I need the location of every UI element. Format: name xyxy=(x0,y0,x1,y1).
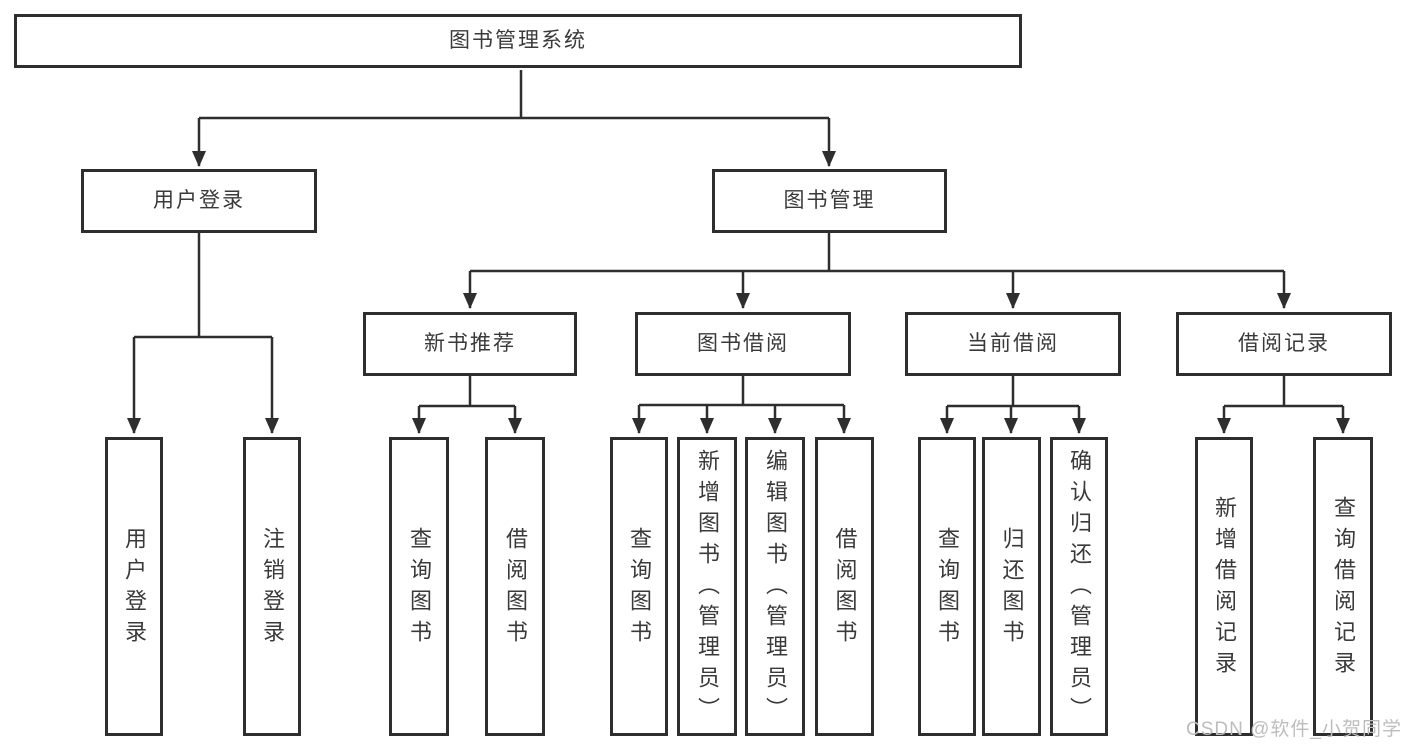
node-book-management: 图书管理 xyxy=(712,169,947,233)
node-user-login-branch: 用户登录 xyxy=(81,169,317,233)
leaf-borrow-books-recommend: 借阅图书 xyxy=(485,437,545,736)
node-library-management-system: 图书管理系统 xyxy=(14,14,1022,68)
leaf-borrow-books-borrowing: 借阅图书 xyxy=(815,437,874,736)
node-book-borrowing: 图书借阅 xyxy=(635,312,851,376)
leaf-add-book-admin: 新增图书（管理员） xyxy=(677,437,737,736)
csdn-watermark: CSDN @软件_小贺同学 xyxy=(1186,719,1402,740)
leaf-user-login: 用户登录 xyxy=(105,437,163,736)
node-new-book-recommend: 新书推荐 xyxy=(363,312,577,376)
leaf-add-borrow-record: 新增借阅记录 xyxy=(1195,437,1253,736)
leaf-edit-book-admin: 编辑图书（管理员） xyxy=(745,437,805,736)
leaf-confirm-return-admin: 确认归还（管理员） xyxy=(1050,437,1108,736)
leaf-query-books-recommend: 查询图书 xyxy=(389,437,449,736)
leaf-logout: 注销登录 xyxy=(243,437,301,736)
leaf-query-books-borrowing: 查询图书 xyxy=(610,437,668,736)
node-current-borrowing: 当前借阅 xyxy=(905,312,1121,376)
leaf-query-books-current: 查询图书 xyxy=(918,437,976,736)
leaf-query-borrow-record: 查询借阅记录 xyxy=(1313,437,1373,736)
node-borrowing-records: 借阅记录 xyxy=(1176,312,1392,376)
leaf-return-book: 归还图书 xyxy=(982,437,1041,736)
